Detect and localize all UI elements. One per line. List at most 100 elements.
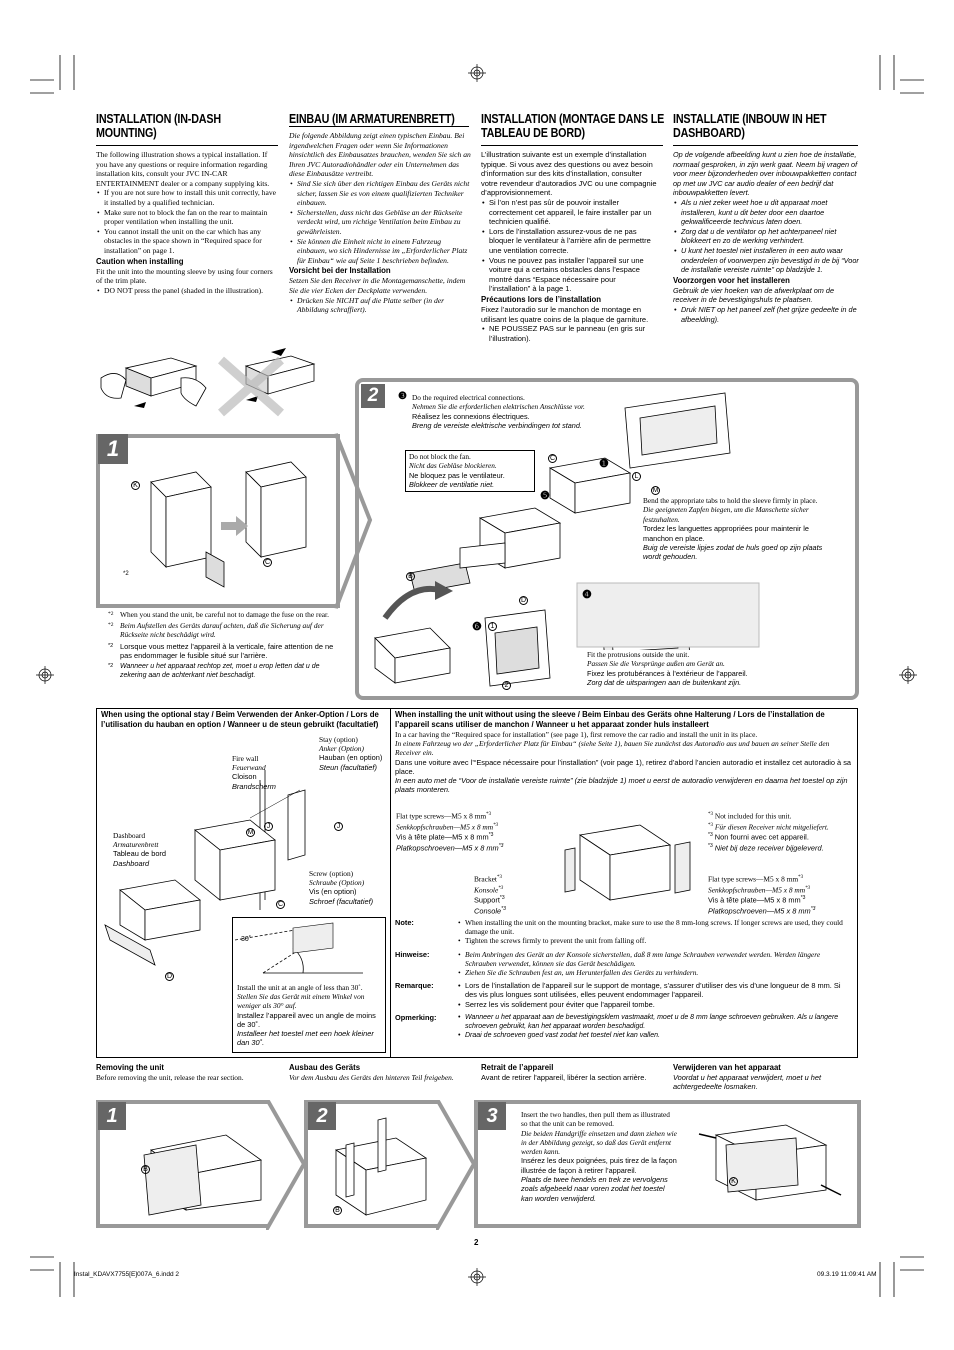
caution-text: Setzen Sie den Receiver in die Montagema… <box>289 276 466 295</box>
caution-text: Gebruik de vier hoeken van de afwerkplaa… <box>673 285 835 305</box>
caution-title: Caution when installing <box>96 256 184 266</box>
removing-en: Removing the unit Before removing the un… <box>96 1063 281 1082</box>
heading-en: INSTALLATION (IN-DASH MOUNTING) <box>96 112 221 140</box>
heading-nl: INSTALLATIE (INBOUW IN HET DASHBOARD) <box>673 112 827 140</box>
step-2-badge: 2 <box>361 384 385 408</box>
bullet: Lors de l’installation assurez-vous de n… <box>481 227 659 256</box>
elec-en: Do the required electrical connections. <box>412 393 525 402</box>
nosleeve-title: When installing the unit without using t… <box>395 710 825 729</box>
ni-fr: Non fourni avec cet appareil. <box>714 832 809 842</box>
stay-title: When using the optional stay / Beim Verw… <box>101 710 379 729</box>
note-bullet: Tighten the screws firmly to prevent the… <box>457 936 850 945</box>
sup: *3 <box>805 885 811 891</box>
removing-fr: Retrait de l’appareil Avant de retirer l… <box>481 1063 661 1082</box>
elec-de: Nehmen Sie die erforderlichen elektrisch… <box>412 402 585 412</box>
column-nl: Op de volgende afbeelding kunt u zien ho… <box>673 150 859 324</box>
stay-illustration <box>104 770 306 966</box>
part-label-m: M <box>246 828 255 837</box>
sup: *3 <box>798 875 804 880</box>
note-key: Opmerking: <box>395 1012 437 1022</box>
fuse-note-en: When you stand the unit, be careful not … <box>120 610 329 619</box>
bullet: NE POUSSEZ PAS sur le panneau (en gris s… <box>481 324 659 343</box>
br-fr: Support <box>474 895 500 905</box>
removing-text-en: Before removing the unit, release the re… <box>96 1073 244 1082</box>
bullet: Druk NIET op het paneel zelf (het grijze… <box>673 305 859 324</box>
fs-nl: Platkopschroeven—M5 x 8 mm <box>396 843 499 853</box>
removing-title-fr: Retrait de l’appareil <box>481 1063 554 1072</box>
bullet: Sie können die Einheit nicht in einem Fa… <box>289 237 471 266</box>
note-bullet: Serrez les vis solidement pour éviter qu… <box>457 1000 850 1009</box>
firewall-label: Fire wall Feuerwand Cloison Brandscherm <box>232 754 276 791</box>
note-key: Remarque: <box>395 981 434 991</box>
removal-panels <box>96 1100 861 1230</box>
ni-en: Not included for this unit. <box>714 811 792 821</box>
fs-de: Senkkopfschrauben—M5 x 8 mm <box>708 885 806 895</box>
sup: *3 <box>493 822 499 828</box>
step1-panel <box>96 433 373 609</box>
flat-screws-left: Flat type screws—M5 x 8 mm*3 Senkkopfsch… <box>396 810 503 853</box>
fan-en: Do not block the fan. <box>409 452 471 461</box>
fan-fr: Ne bloquez pas le ventilateur. <box>409 470 505 480</box>
handles-en: Insert the two handles, then pull them a… <box>521 1110 670 1129</box>
firewall-nl: Brandscherm <box>232 781 276 791</box>
nosleeve-nl: In een auto met de “Voor de installatie … <box>395 776 848 795</box>
part-label-c: C <box>263 558 272 567</box>
intro-text: Die folgende Abbildung zeigt einen typis… <box>289 131 471 179</box>
angle-fr: Installez l’appareil avec un angle de mo… <box>237 1010 376 1029</box>
elec-nl: Breng de vereiste elektrische verbinding… <box>412 421 582 431</box>
prot-en: Fit the protrusions outside the unit. <box>587 650 690 659</box>
intro-text: Op de volgende afbeelding kunt u zien ho… <box>673 150 858 198</box>
removing-title-de: Ausbau des Geräts <box>289 1063 361 1072</box>
dashboard-label: Dashboard Armaturenbrett Tableau de bord… <box>113 831 166 868</box>
removing-text-de: Vor dem Ausbau des Geräts den hinteren T… <box>289 1073 454 1082</box>
step-number-6: ❻ <box>472 621 482 633</box>
bullet: Drücken Sie NICHT auf die Platte selber … <box>289 296 471 315</box>
br-nl: Console <box>474 906 502 916</box>
angle-nl: Installeer het toestel met een hoek klei… <box>237 1029 374 1048</box>
removing-de: Ausbau des Geräts Vor dem Ausbau des Ger… <box>289 1063 469 1082</box>
remove-step-3-badge: 3 <box>478 1102 506 1130</box>
step-number-5: ❺ <box>540 490 550 502</box>
sup: *3 <box>486 812 492 817</box>
ni-de: Für diesen Receiver nicht mitgeliefert. <box>714 822 829 832</box>
ni-nl: Niet bij deze receiver bijgeleverd. <box>714 843 824 853</box>
firewall-en: Fire wall <box>232 754 259 763</box>
firewall-fr: Cloison <box>232 772 257 782</box>
part-label-b: B <box>333 1206 342 1215</box>
part-label-l: L <box>632 472 641 481</box>
file-name: Instal_KDAVX7755[E]007A_6.indd 2 <box>74 1271 180 1278</box>
fs-nl: Platkopschroeven—M5 x 8 mm <box>708 906 811 916</box>
handles-caption: Insert the two handles, then pull them a… <box>521 1110 677 1203</box>
fs-fr: Vis à tête plate—M5 x 8 mm <box>708 895 801 905</box>
callout-2: 2 <box>502 681 511 690</box>
part-label-b: B <box>406 572 415 581</box>
bullet: Make sure not to block the fan on the re… <box>96 208 280 227</box>
caution-text: Fit the unit into the mounting sleeve by… <box>96 266 273 286</box>
not-included-notes: *3 Not included for this unit. *3 Für di… <box>708 810 829 853</box>
remove-step-1-badge: 1 <box>98 1102 126 1130</box>
removing-title-nl: Verwijderen van het apparaat <box>673 1063 781 1072</box>
bracket-label: Bracket*3 Konsole*3 Support*3 Console*3 <box>474 873 506 916</box>
sup: *3 <box>496 875 502 880</box>
nosleeve-en: In a car having the “Required space for … <box>395 730 758 739</box>
sup: *3 <box>800 895 806 902</box>
br-en: Bracket <box>474 874 497 884</box>
fs-en: Flat type screws—M5 x 8 mm <box>708 874 799 884</box>
br-de: Konsole <box>474 885 499 895</box>
fs-de: Senkkopfschrauben—M5 x 8 mm <box>396 822 494 832</box>
fs-fr: Vis à tête plate—M5 x 8 mm <box>396 832 489 842</box>
column-fr: L’illustration suivante est un exemple d… <box>481 150 659 343</box>
part-label-j: J <box>334 822 343 831</box>
angle-diagram <box>262 922 363 974</box>
note-key: Hinweise: <box>395 949 430 959</box>
callout-1: 1 <box>488 622 497 631</box>
bullet: Vous ne pouvez pas installer l’appareil … <box>481 256 659 294</box>
column-en: The following illustration shows a typic… <box>96 150 280 295</box>
bullet: Als u niet zeker weet hoe u dit apparaat… <box>673 198 859 227</box>
sup: *3 <box>708 812 713 817</box>
step-number-1: ❶ <box>599 458 609 470</box>
part-label-k: K <box>131 481 140 490</box>
prot-fr: Fixez les protubérances à l’extérieur de… <box>587 668 748 678</box>
fan-caption: Do not block the fan. Nicht das Gebläse … <box>405 450 535 492</box>
